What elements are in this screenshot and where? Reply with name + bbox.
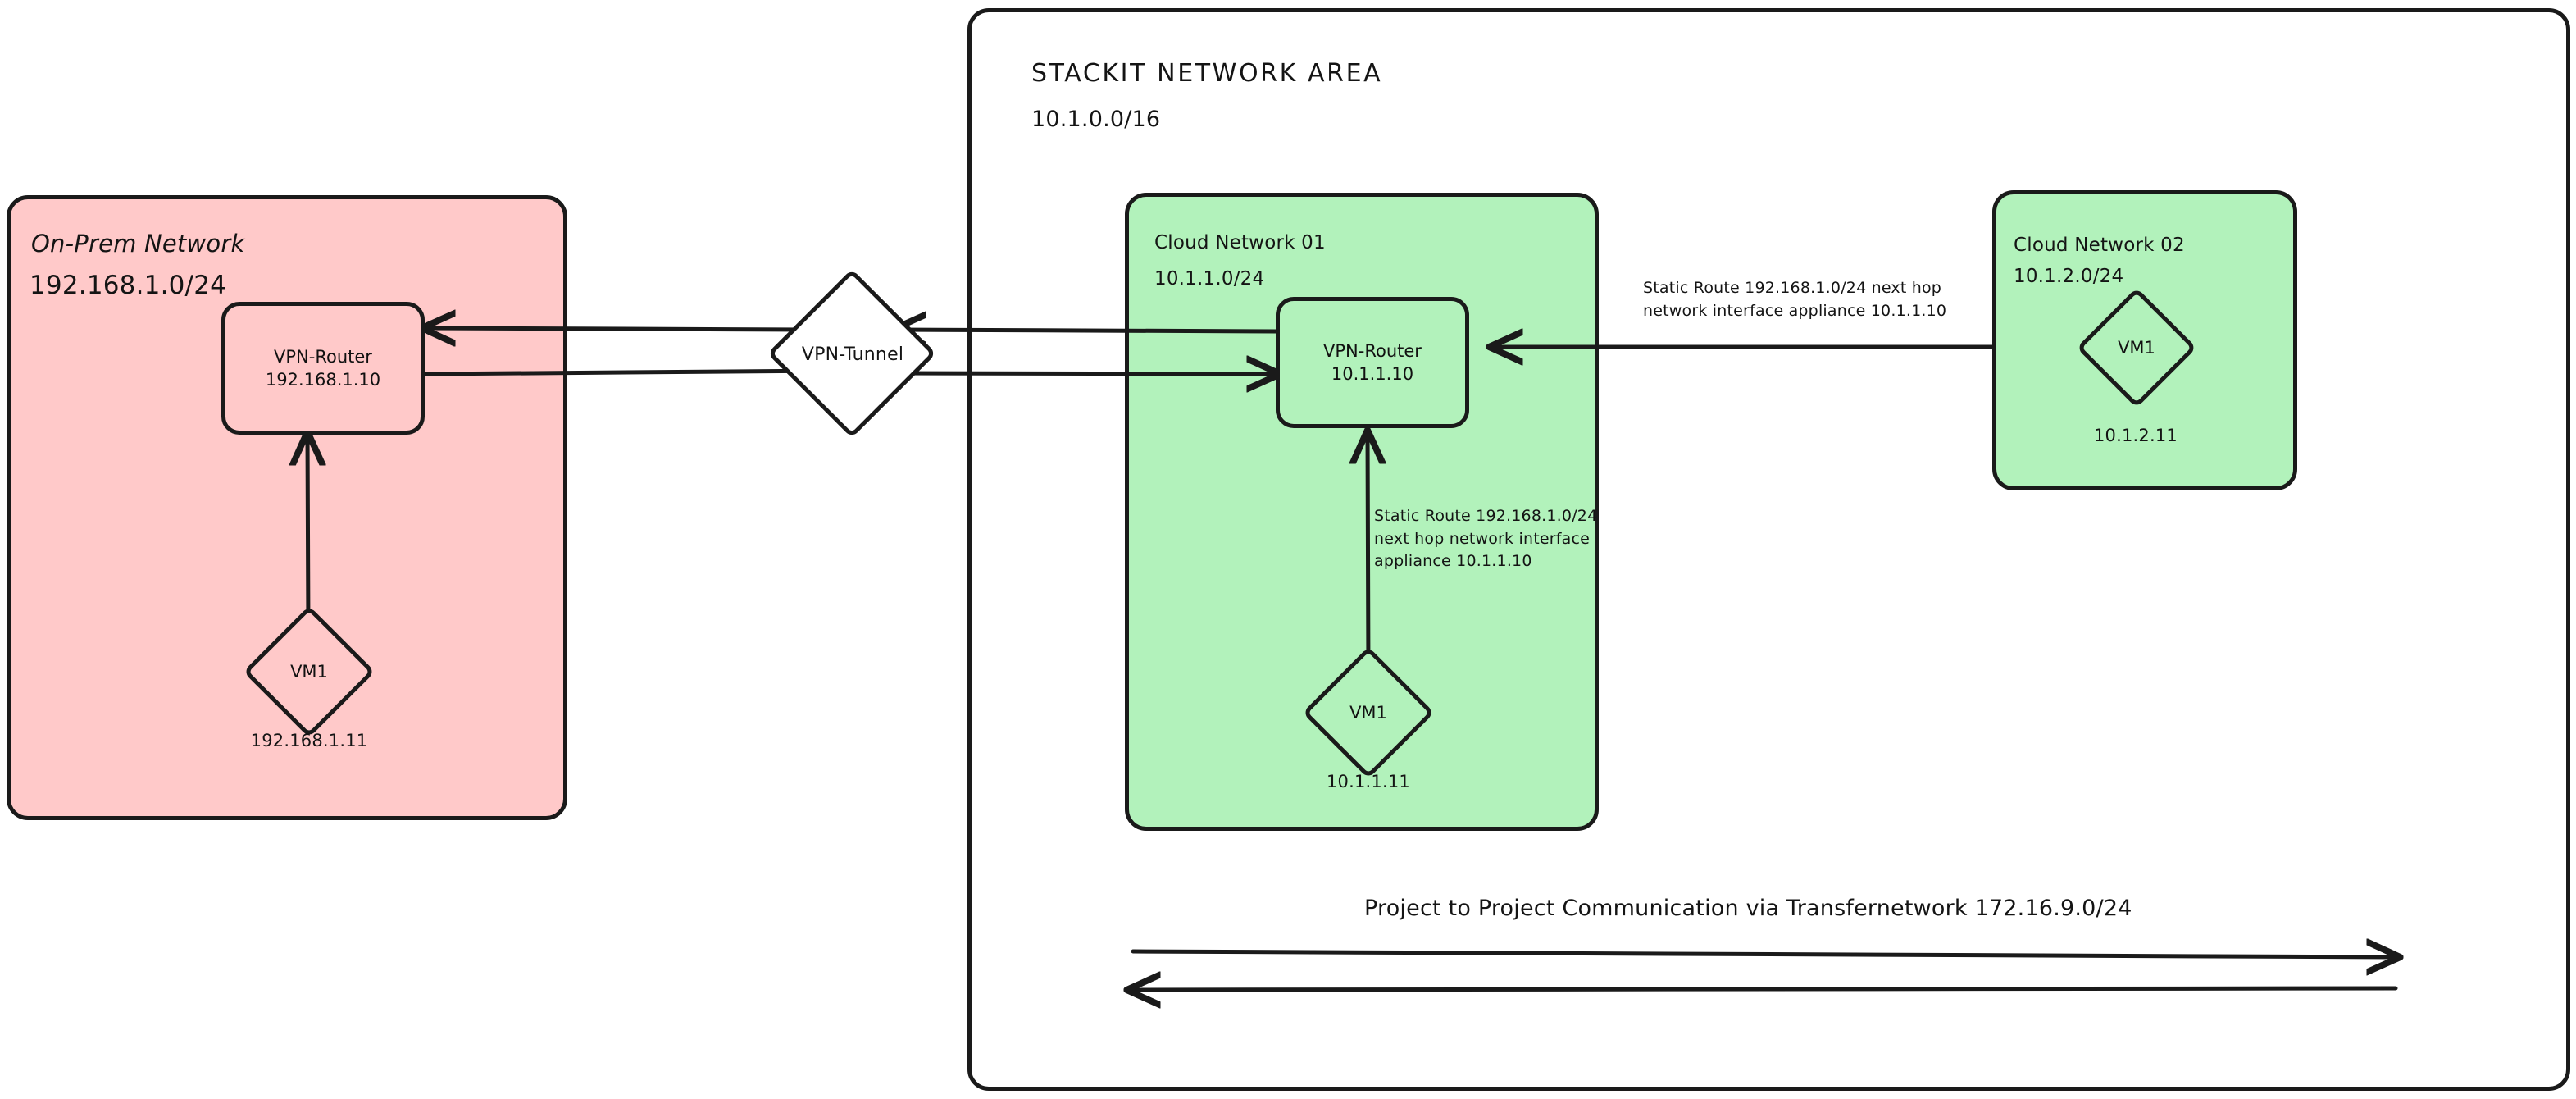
- on-prem-vm1-label: VM1: [290, 662, 328, 682]
- on-prem-vpn-router-node[interactable]: VPN-Router 192.168.1.10: [221, 302, 425, 435]
- cloud-network-02-title: Cloud Network 02: [2014, 235, 2185, 256]
- cloud-network-01-title: Cloud Network 01: [1154, 232, 1326, 253]
- cloud-network-02-vm1-ip: 10.1.2.11: [2094, 426, 2178, 445]
- cloud-network-01-vpn-router-text: VPN-Router 10.1.1.10: [1323, 340, 1422, 386]
- cloud-network-01-static-route-note: Static Route 192.168.1.0/24 next hop net…: [1374, 507, 1598, 571]
- cloud-network-01-vm1-ip: 10.1.1.11: [1327, 772, 1410, 791]
- on-prem-vm1-ip: 192.168.1.11: [250, 731, 368, 750]
- on-prem-network-title: On-Prem Network: [31, 230, 245, 258]
- cloud-network-01-vm1-node[interactable]: VM1: [1302, 646, 1435, 779]
- cloud-network-02-cidr: 10.1.2.0/24: [2014, 266, 2124, 287]
- on-prem-network-cidr: 192.168.1.0/24: [30, 271, 227, 300]
- on-prem-vpn-router-ip: 192.168.1.10: [265, 370, 381, 390]
- stackit-area-title: STACKIT NETWORK AREA: [1031, 59, 1383, 88]
- on-prem-vpn-router-name: VPN-Router: [274, 346, 372, 367]
- cloud-network-02-vm1-node[interactable]: VM1: [2076, 287, 2197, 408]
- cloud-network-01-vpn-router-ip: 10.1.1.10: [1331, 364, 1414, 384]
- transfer-network-note: Project to Project Communication via Tra…: [1364, 896, 2132, 921]
- cloud-network-02-vm1-label: VM1: [2118, 338, 2155, 358]
- stackit-area-cidr: 10.1.0.0/16: [1031, 107, 1161, 132]
- vpn-tunnel-label: VPN-Tunnel: [801, 344, 904, 365]
- cloud-network-01-vm1-label: VM1: [1349, 703, 1387, 723]
- on-prem-vm1-node[interactable]: VM1: [243, 605, 375, 738]
- cloud-network-02-static-route-note: Static Route 192.168.1.0/24 next hop net…: [1643, 279, 1947, 320]
- cloud-network-01-vpn-router-node[interactable]: VPN-Router 10.1.1.10: [1276, 297, 1469, 428]
- cloud-network-01-vpn-router-name: VPN-Router: [1323, 340, 1422, 361]
- cloud-network-01-cidr: 10.1.1.0/24: [1154, 268, 1265, 290]
- on-prem-vpn-router-text: VPN-Router 192.168.1.10: [266, 345, 380, 392]
